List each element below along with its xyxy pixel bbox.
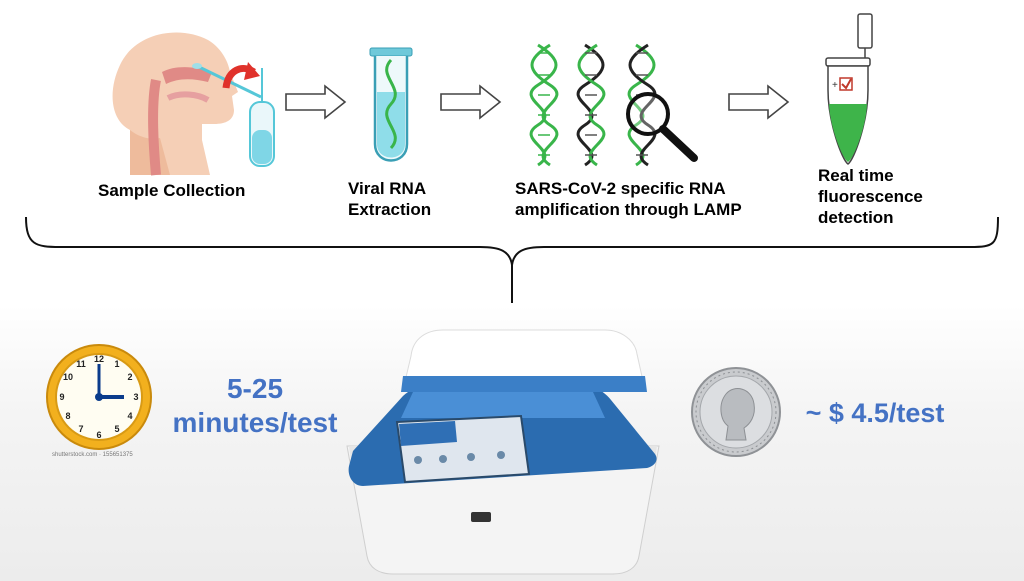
coin-icon bbox=[691, 367, 781, 457]
step-label-line: Real time bbox=[818, 166, 894, 185]
step-label-line: SARS-CoV-2 specific RNA bbox=[515, 179, 726, 198]
svg-text:3: 3 bbox=[133, 392, 138, 402]
arrow-icon bbox=[440, 84, 502, 120]
time-value: 5-25 bbox=[226, 373, 284, 404]
curly-brace bbox=[25, 216, 999, 303]
curved-red-arrow-icon bbox=[222, 62, 260, 89]
time-unit: minutes/test bbox=[172, 407, 338, 438]
svg-text:7: 7 bbox=[78, 424, 83, 434]
svg-text:6: 6 bbox=[96, 430, 101, 440]
step-label-line: fluorescence bbox=[818, 187, 923, 206]
svg-text:8: 8 bbox=[65, 411, 70, 421]
magnifier-icon bbox=[626, 92, 698, 162]
step-label-line: detection bbox=[818, 208, 894, 227]
step-label-lamp-amplification: SARS-CoV-2 specific RNA amplification th… bbox=[515, 178, 742, 220]
step-label-fluorescence-detection: Real time fluorescence detection bbox=[818, 165, 923, 228]
step-label-rna-extraction: Viral RNA Extraction bbox=[348, 178, 431, 220]
dna-helix-icon bbox=[529, 43, 559, 167]
svg-text:12: 12 bbox=[94, 354, 104, 364]
swab-tube-icon bbox=[249, 68, 275, 167]
step-label-line: Extraction bbox=[348, 200, 432, 219]
cost-per-test: ~ $ 4.5/test bbox=[805, 398, 945, 428]
step-label-line: Viral RNA bbox=[348, 179, 427, 198]
svg-text:1: 1 bbox=[114, 359, 119, 369]
time-per-test: 5-25 minutes/test bbox=[150, 372, 360, 440]
svg-text:9: 9 bbox=[59, 392, 64, 402]
svg-text:5: 5 bbox=[114, 424, 119, 434]
lamp-device-icon bbox=[346, 329, 660, 575]
svg-text:+: + bbox=[832, 80, 838, 91]
clock-credit: shutterstock.com · 155651375 bbox=[52, 452, 133, 458]
svg-text:10: 10 bbox=[63, 372, 73, 382]
step-label-line: amplification through LAMP bbox=[515, 200, 742, 219]
svg-text:11: 11 bbox=[76, 359, 86, 369]
arrow-icon bbox=[728, 84, 790, 120]
dna-helix-icon bbox=[576, 43, 606, 167]
svg-text:2: 2 bbox=[127, 372, 132, 382]
head-profile-icon bbox=[112, 32, 238, 176]
detection-tube-icon: + bbox=[825, 13, 873, 165]
step-label-sample-collection: Sample Collection bbox=[98, 181, 246, 200]
rna-tube-icon bbox=[369, 47, 413, 162]
svg-text:4: 4 bbox=[127, 411, 132, 421]
arrow-icon bbox=[285, 84, 347, 120]
